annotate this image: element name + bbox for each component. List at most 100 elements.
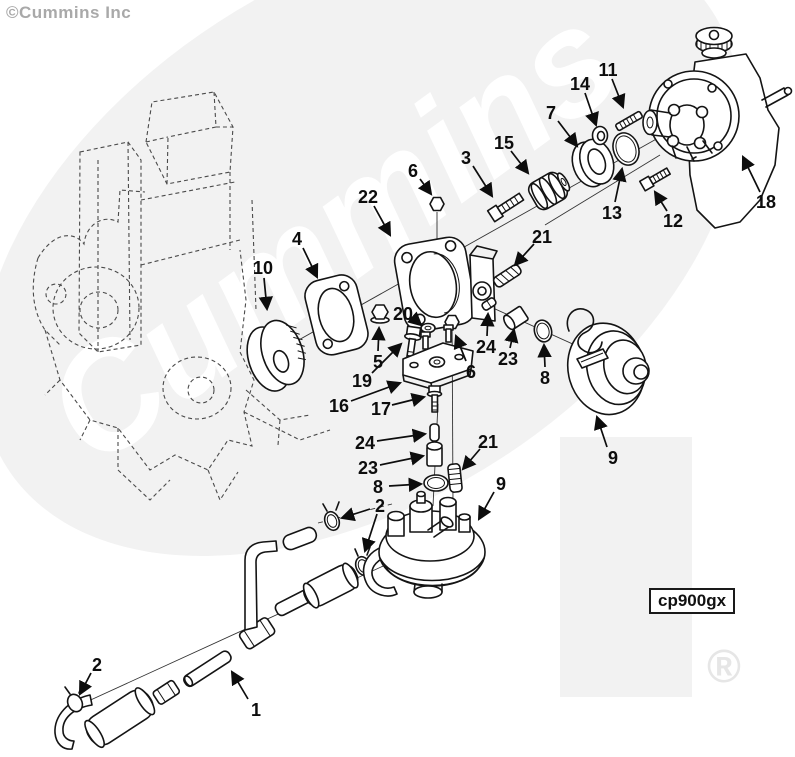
engine-block-outline: [32, 91, 331, 502]
part-14-washer: [591, 125, 609, 146]
callout-label-3: 3: [461, 148, 471, 168]
callout-arrow: [653, 190, 668, 212]
part-16-bracket: [402, 324, 474, 390]
callout-arrow: [513, 243, 535, 267]
callout-label-11: 11: [598, 60, 617, 80]
callout-arrow: [594, 414, 608, 448]
part-12-capscrew: [638, 167, 672, 192]
callout-arrow: [371, 325, 386, 352]
callout-arrow: [371, 342, 403, 374]
callout-label-14: 14: [570, 74, 590, 94]
callout-arrow: [302, 247, 319, 279]
part-5-nut: [370, 304, 390, 324]
cummins-watermark: Cummins: [0, 0, 740, 697]
part-1-hose-assembly: [54, 501, 372, 750]
callout-label-15: 15: [494, 133, 514, 153]
hose-tube: [183, 650, 232, 688]
part-17-capscrew: [426, 385, 443, 413]
part-11-stud: [615, 110, 643, 132]
callout-arrow: [612, 166, 627, 203]
callout-arrow: [361, 513, 378, 554]
registered-trademark-watermark: ®: [707, 640, 741, 692]
callout-label-16: 16: [329, 396, 349, 416]
callout-label-17: 17: [371, 399, 391, 419]
callout-arrow: [373, 205, 392, 237]
callout-label-4: 4: [292, 229, 302, 249]
figure-code-box: cp900gx: [649, 588, 736, 614]
callout-label-20: 20: [393, 304, 413, 324]
canister-hook: [566, 308, 603, 354]
part-6-nut: [429, 196, 445, 212]
part-24-pin: [481, 297, 497, 311]
callout-label-12: 12: [663, 211, 683, 231]
callout-label-24: 24: [355, 433, 375, 453]
callout-arrow: [510, 150, 530, 175]
callout-label-8: 8: [540, 368, 550, 388]
part-23-tappet: [502, 305, 529, 331]
callout-label-21: 21: [478, 432, 498, 452]
callout-label-10: 10: [253, 258, 273, 278]
callout-arrow: [453, 333, 468, 362]
watermark-block: [560, 437, 692, 697]
callout-label-19: 19: [352, 371, 372, 391]
callout-arrow: [230, 670, 249, 700]
hose-short-piece: [282, 526, 318, 551]
callout-label-5: 5: [373, 352, 383, 372]
callout-arrow: [504, 327, 519, 349]
callout-arrow: [557, 120, 579, 148]
part-23-tappet: [426, 441, 443, 467]
copyright-notice: ©Cummins Inc: [6, 3, 132, 22]
watermark-swoosh: [0, 0, 740, 557]
part-13-o-ring: [612, 132, 640, 166]
callout-arrow: [417, 178, 433, 196]
callout-arrow: [258, 277, 274, 312]
part-4-gasket: [304, 274, 369, 356]
callout-arrow: [480, 311, 495, 337]
callout-arrow: [472, 165, 494, 198]
callout-label-13: 13: [602, 203, 622, 223]
part-8-o-ring: [423, 474, 449, 492]
callout-label-6: 6: [466, 362, 476, 382]
part-20-washer: [420, 322, 436, 334]
callout-arrow: [477, 491, 495, 521]
callout-label-23: 23: [498, 349, 518, 369]
callout-label-22: 22: [358, 187, 378, 207]
callout-label-9: 9: [608, 448, 618, 468]
callout-arrow: [391, 392, 427, 407]
callout-label-7: 7: [546, 103, 556, 123]
part-2-hose-clamp: [322, 501, 341, 532]
pump-inlet-elbow: [362, 543, 398, 597]
callout-arrow: [461, 448, 481, 471]
callout-arrow: [78, 672, 93, 696]
callout-arrow: [584, 92, 599, 128]
callout-label-2: 2: [375, 496, 385, 516]
part-8-o-ring: [533, 319, 553, 343]
part-9-aneroid-canister: [566, 308, 650, 416]
callout-arrow: [350, 380, 403, 402]
part-21-spring: [447, 463, 463, 493]
callout-label-6: 6: [408, 161, 418, 181]
part-7-seal: [571, 138, 615, 188]
part-22-housing: [393, 236, 498, 332]
callout-label-2: 2: [92, 655, 102, 675]
callout-arrow: [376, 428, 428, 443]
part-15-coupling: [527, 171, 571, 211]
callout-label-8: 8: [373, 477, 383, 497]
callout-label-21: 21: [532, 227, 552, 247]
callout-arrow: [379, 451, 426, 466]
callout-arrow: [611, 78, 626, 110]
hose-connector: [152, 679, 181, 705]
callout-label-18: 18: [756, 192, 776, 212]
part-10-gear: [246, 319, 306, 392]
callout-label-23: 23: [358, 458, 378, 478]
callout-arrow: [537, 342, 552, 368]
hose-sleeve: [84, 687, 156, 749]
pump-studs: [671, 140, 713, 162]
callout-arrow: [339, 507, 371, 522]
callout-arrow: [741, 155, 761, 193]
part-18-power-steering-pump: [642, 26, 793, 229]
hose-branch-tube: [244, 540, 278, 631]
